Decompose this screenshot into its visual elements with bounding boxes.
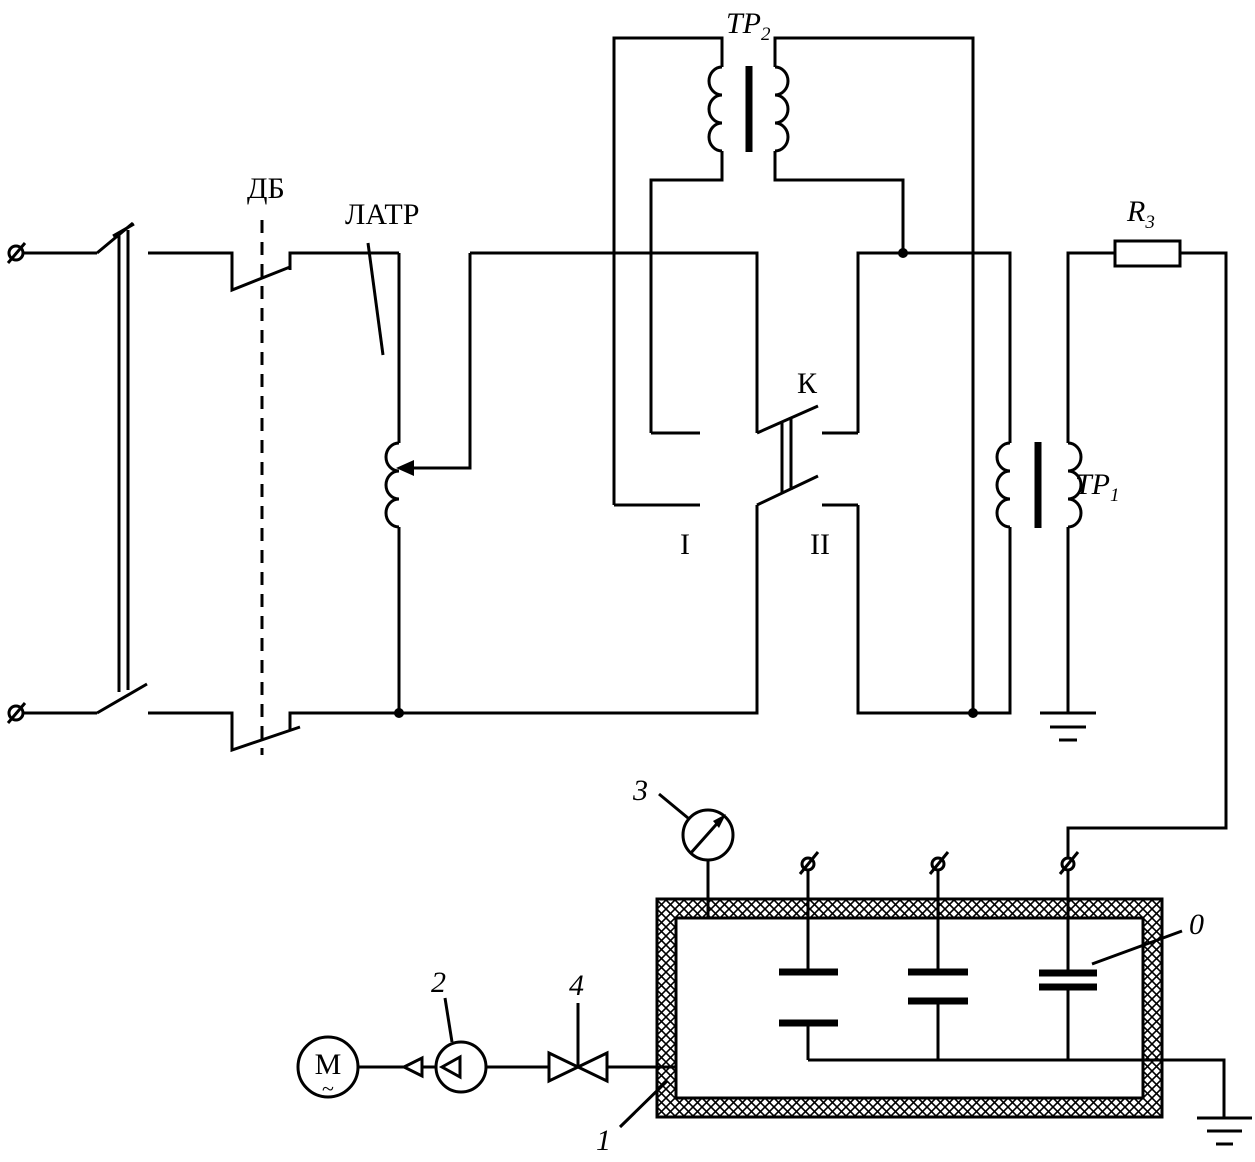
input-terminal-bottom — [6, 702, 27, 724]
label-tr1: TP1 — [1075, 468, 1120, 506]
label-position-1: I — [680, 528, 690, 561]
label-switch-k: К — [797, 367, 818, 400]
test-chamber — [655, 897, 1164, 1119]
label-db: ДБ — [247, 172, 285, 205]
motor-label: M — [315, 1048, 342, 1081]
electrode-pair-2 — [908, 968, 968, 1060]
arrow-head — [396, 460, 414, 476]
chamber-terminal — [798, 851, 820, 970]
pressure-gauge — [658, 792, 735, 918]
chamber-terminal — [928, 851, 950, 972]
ground-chamber — [1197, 1116, 1252, 1146]
door-block-db — [148, 220, 399, 755]
motor: M ~ — [296, 1035, 360, 1101]
motor-ac-symbol: ~ — [322, 1076, 334, 1101]
callout-3: 3 — [632, 774, 648, 807]
electrode-pair-3 — [1039, 969, 1097, 1060]
chamber-terminal — [1058, 851, 1080, 973]
ground-bus — [808, 1058, 1226, 1118]
valve — [547, 1003, 676, 1084]
callout-4: 4 — [569, 969, 584, 1002]
resistor-r3 — [1066, 239, 1228, 858]
callout-0: 0 — [1189, 908, 1204, 941]
latr-autotransformer — [366, 242, 472, 718]
callout-0-leader — [1091, 929, 1183, 966]
callout-2: 2 — [431, 966, 446, 999]
ground-tr1 — [1040, 711, 1096, 742]
callout-1-leader — [618, 1079, 669, 1129]
gauge-needle-icon — [713, 814, 726, 828]
callout-1: 1 — [596, 1124, 611, 1157]
electrode-pair-1 — [779, 968, 838, 1060]
input-terminal-top — [6, 242, 27, 264]
junction-dot — [898, 248, 908, 258]
junction-dot — [968, 708, 978, 718]
transformer-tr2 — [612, 36, 978, 718]
main-switch — [23, 221, 148, 715]
label-position-2: II — [810, 528, 830, 561]
label-latr: ЛАТР — [345, 198, 419, 231]
label-tr2: TP2 — [726, 7, 771, 45]
label-r3: R3 — [1126, 195, 1155, 233]
switch-k — [399, 251, 1012, 715]
transformer-tr1 — [995, 251, 1115, 713]
vacuum-pump — [358, 997, 549, 1094]
